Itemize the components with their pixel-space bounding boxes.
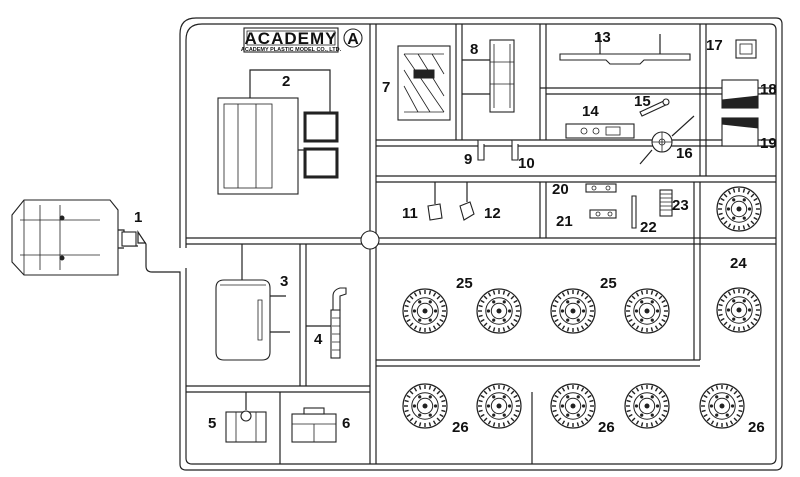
label-part-23: 23: [672, 197, 689, 214]
label-part-12: 12: [484, 205, 501, 222]
label-part-25b: 25: [600, 275, 617, 292]
part-20-bracket: [585, 183, 617, 193]
label-part-6: 6: [342, 415, 350, 432]
part-number-labels: 1 2 3 4 5 6 7 8 9 10 11 12 13 14 15 16 1…: [134, 29, 777, 436]
wheels-25: [402, 288, 670, 334]
wheel-25-2: [476, 288, 522, 334]
label-part-13: 13: [594, 29, 611, 46]
label-part-18: 18: [760, 81, 777, 98]
part-22-pin: [631, 195, 637, 229]
label-part-26a: 26: [452, 419, 469, 436]
part-3-bin: [215, 244, 290, 361]
part-5-tank: [225, 392, 267, 443]
part-19-step: [721, 117, 759, 147]
label-part-8: 8: [470, 41, 478, 58]
label-part-14: 14: [582, 103, 599, 120]
label-part-9: 9: [464, 151, 472, 168]
ejector-pin-circle: [360, 230, 380, 250]
part-12-mirror: [459, 182, 475, 221]
label-part-24: 24: [730, 255, 747, 272]
part-11-mirror: [427, 182, 443, 221]
part-10-handle: [511, 140, 519, 161]
logo-company: ACADEMY PLASTIC MODEL CO., LTD.: [241, 47, 342, 53]
label-part-26c: 26: [748, 419, 765, 436]
academy-logo: ACADEMY ACADEMY PLASTIC MODEL CO., LTD. …: [241, 27, 363, 53]
label-part-2: 2: [282, 73, 290, 90]
part-6-box: [291, 407, 337, 443]
label-part-3: 3: [280, 273, 288, 290]
part-2-cab: [217, 69, 339, 195]
part-1-frame: [11, 199, 138, 276]
part-9-handle: [477, 140, 485, 161]
wheels-24: [716, 186, 762, 333]
label-part-25a: 25: [456, 275, 473, 292]
logo-brand: ACADEMY: [245, 29, 338, 48]
sprue-frame-outer: [137, 17, 783, 471]
wheel-26-4: [624, 383, 670, 429]
label-part-26b: 26: [598, 419, 615, 436]
part-13-bumper: [559, 34, 691, 65]
label-part-7: 7: [382, 79, 390, 96]
wheel-26-3: [550, 383, 596, 429]
sprue-top-left-corner: [179, 17, 203, 248]
sprue-letter: A: [347, 31, 359, 48]
wheel-26-1: [402, 383, 448, 429]
part-15-lever: [639, 98, 670, 117]
label-part-15: 15: [634, 93, 651, 110]
part-14-dashboard: [565, 123, 635, 139]
sprue-frame-inner: [185, 23, 777, 465]
label-part-20: 20: [552, 181, 569, 198]
part-18-step: [721, 79, 759, 109]
part-8-panel: [462, 39, 515, 113]
wheel-25-4: [624, 288, 670, 334]
label-part-11: 11: [402, 205, 418, 222]
label-part-1: 1: [134, 209, 142, 226]
wheels-26: [402, 383, 745, 429]
part-7-grille: [397, 45, 451, 121]
wheel-25-1: [402, 288, 448, 334]
wheel-25-3: [550, 288, 596, 334]
label-part-19: 19: [760, 135, 777, 152]
part-4-exhaust: [306, 287, 347, 359]
label-part-5: 5: [208, 415, 216, 432]
label-part-17: 17: [706, 37, 723, 54]
wheel-24-bottom: [716, 287, 762, 333]
part-16-steering-wheel: [639, 115, 695, 165]
label-part-10: 10: [518, 155, 535, 172]
label-part-16: 16: [676, 145, 693, 162]
part-23-spring: [659, 189, 673, 217]
label-part-21: 21: [556, 213, 573, 230]
wheel-24-top: [716, 186, 762, 232]
wheel-26-2: [476, 383, 522, 429]
wheel-26-5: [699, 383, 745, 429]
label-part-4: 4: [314, 331, 323, 348]
label-part-22: 22: [640, 219, 657, 236]
part-17-seat: [735, 39, 757, 59]
part-21-bracket: [589, 209, 617, 219]
